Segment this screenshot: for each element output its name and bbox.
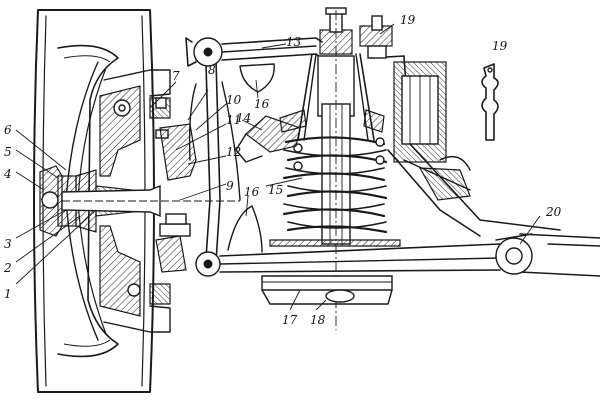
callout-5: 5: [4, 145, 12, 159]
frame-crossmember: [359, 15, 600, 277]
callout-16-upper: 16: [254, 97, 270, 111]
callout-7: 7: [172, 69, 180, 83]
callout-15: 15: [268, 183, 283, 197]
callout-12: 12: [226, 145, 241, 159]
knuckle-post: [188, 59, 241, 263]
callout-10: 10: [226, 93, 242, 107]
callout-8: 8: [208, 63, 216, 77]
coil-spring: [282, 136, 388, 234]
callout-19-part: 19: [492, 39, 508, 53]
stop-bracket: [235, 115, 301, 163]
callout-17: 17: [282, 313, 298, 327]
lower-arm: [195, 205, 533, 305]
callout-2: 2: [3, 261, 12, 275]
callout-20: 20: [545, 205, 562, 219]
callout-6: 6: [4, 123, 12, 137]
callout-19-bolt: 19: [400, 13, 416, 27]
callout-11: 11: [226, 113, 241, 127]
callout-labels: 1 2 3 4 5 6 7 8 9 10 11 12 13 14 15 16 1…: [3, 13, 562, 327]
detached-bracket-part: [481, 63, 499, 141]
callout-16-lower: 16: [244, 185, 260, 199]
callout-1: 1: [4, 287, 12, 301]
callout-leaders: [15, 23, 541, 311]
callout-18: 18: [310, 313, 326, 327]
callout-13: 13: [286, 35, 302, 49]
hub-assembly: [39, 69, 240, 333]
callout-9: 9: [226, 179, 234, 193]
callout-3: 3: [4, 237, 12, 251]
callout-4: 4: [3, 167, 12, 181]
callout-14: 14: [236, 111, 251, 125]
